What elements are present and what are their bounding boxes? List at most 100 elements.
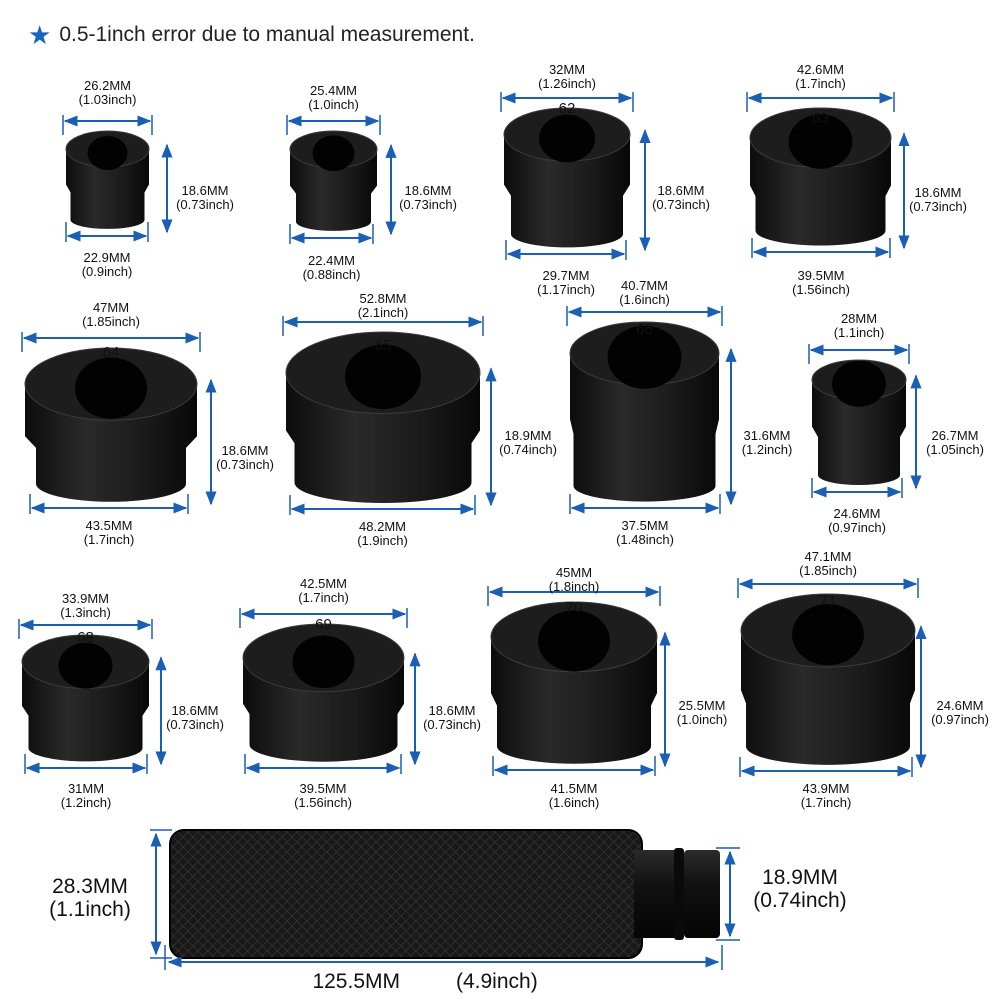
ring-bore xyxy=(832,360,886,407)
bottom-diameter-inch: (1.2inch) xyxy=(61,795,112,810)
bottom-diameter-inch: (0.97inch) xyxy=(828,520,886,535)
ring-bore xyxy=(788,114,853,169)
grip-diameter-inch: (1.1inch) xyxy=(49,898,131,921)
height-inch: (0.73inch) xyxy=(166,717,224,732)
top-diameter-inch: (1.8inch) xyxy=(549,579,600,594)
tip-diameter-mm: 18.9MM xyxy=(762,866,838,889)
ring-bore xyxy=(538,610,610,672)
knurled-grip xyxy=(170,830,642,958)
ring-bore xyxy=(312,135,355,172)
height-mm: 26.7MM xyxy=(932,428,979,443)
ring-number: 62 xyxy=(559,100,576,117)
top-diameter-mm: 40.7MM xyxy=(621,278,668,293)
ring-11: 70 45MM(1.8inch) 25.5MM(1.0inch) 41.5MM(1.6… xyxy=(487,565,728,810)
ring-body xyxy=(504,134,630,248)
ring-number: 70 xyxy=(566,599,583,616)
ring-9: 6833.9MM(1.3inch)18.6MM(0.73inch)31MM(1.… xyxy=(18,591,224,810)
ring-6: 6552.8MM(2.1inch)18.9MM(0.74inch)48.2MM(… xyxy=(282,291,557,548)
bottom-diameter-mm: 41.5MM xyxy=(551,781,598,796)
height-inch: (1.2inch) xyxy=(742,442,793,457)
height-inch: (0.97inch) xyxy=(931,712,989,727)
ring-number: 71 xyxy=(820,592,837,609)
ring-1: 26.2MM(1.03inch) 18.6MM(0.73inch) 22.9MM(0… xyxy=(62,78,234,279)
ring-bore xyxy=(75,357,147,419)
bottom-diameter-inch: (0.9inch) xyxy=(82,264,133,279)
top-diameter-mm: 42.5MM xyxy=(300,576,347,591)
ring-bore xyxy=(292,635,355,689)
top-diameter-inch: (1.0inch) xyxy=(308,97,359,112)
height-mm: 18.6MM xyxy=(172,703,219,718)
height-inch: (0.73inch) xyxy=(216,457,274,472)
top-diameter-inch: (1.03inch) xyxy=(79,92,137,107)
height-inch: (0.73inch) xyxy=(652,197,710,212)
ring-bore xyxy=(345,344,421,410)
height-inch: (1.0inch) xyxy=(677,712,728,727)
bottom-diameter-inch: (1.7inch) xyxy=(84,532,135,547)
bottom-diameter-mm: 39.5MM xyxy=(798,268,845,283)
top-diameter-inch: (2.1inch) xyxy=(358,305,409,320)
bottom-diameter-mm: 22.4MM xyxy=(308,253,355,268)
ring-body xyxy=(290,149,377,231)
ring-bore xyxy=(792,603,864,666)
bottom-diameter-inch: (1.56inch) xyxy=(792,282,850,297)
ring-4: 63 42.6MM(1.7inch) 18.6MM(0.73inch) 39.5MM(… xyxy=(746,62,967,297)
ring-body xyxy=(812,379,906,485)
height-mm: 31.6MM xyxy=(744,428,791,443)
height-mm: 18.6MM xyxy=(182,183,229,198)
ring-8: 28MM(1.1inch)26.7MM(1.05inch)24.6MM(0.97… xyxy=(808,311,984,535)
bottom-diameter-inch: (1.9inch) xyxy=(357,533,408,548)
bottom-diameter-mm: 31MM xyxy=(68,781,104,796)
ring-3: 6232MM(1.26inch)18.6MM(0.73inch)29.7MM(1… xyxy=(500,62,710,297)
bottom-diameter-inch: (1.6inch) xyxy=(549,795,600,810)
height-inch: (0.73inch) xyxy=(399,197,457,212)
height-inch: (0.73inch) xyxy=(423,717,481,732)
height-inch: (0.73inch) xyxy=(176,197,234,212)
ring-7: 6640.7MM(1.6inch)31.6MM(1.2inch)37.5MM(1… xyxy=(566,278,793,547)
length-inch: (4.9inch) xyxy=(456,970,538,993)
bottom-diameter-inch: (1.17inch) xyxy=(537,282,595,297)
bottom-diameter-inch: (1.7inch) xyxy=(801,795,852,810)
ring-12: 7147.1MM(1.85inch)24.6MM(0.97inch)43.9MM… xyxy=(737,549,989,810)
ring-number: 63 xyxy=(812,110,829,127)
top-diameter-inch: (1.85inch) xyxy=(82,314,140,329)
top-diameter-inch: (1.6inch) xyxy=(619,292,670,307)
handle-tip xyxy=(684,850,720,938)
top-diameter-mm: 47.1MM xyxy=(805,549,852,564)
ring-bore xyxy=(539,114,595,163)
ring-bore xyxy=(58,642,113,689)
length-mm: 125.5MM xyxy=(312,970,400,993)
bottom-diameter-mm: 43.9MM xyxy=(803,781,850,796)
measurement-note: ★ 0.5-1inch error due to manual measurem… xyxy=(28,20,475,50)
bottom-diameter-inch: (1.56inch) xyxy=(294,795,352,810)
height-mm: 18.6MM xyxy=(658,183,705,198)
ring-body xyxy=(570,353,719,502)
top-diameter-inch: (1.7inch) xyxy=(795,76,846,91)
height-mm: 18.6MM xyxy=(915,185,962,200)
top-diameter-mm: 32MM xyxy=(549,62,585,77)
ring-bore xyxy=(607,325,682,389)
ring-2: 25.4MM(1.0inch)18.6MM(0.73inch)22.4MM(0.… xyxy=(286,83,457,282)
top-diameter-inch: (1.26inch) xyxy=(538,76,596,91)
star-icon: ★ xyxy=(28,20,52,50)
ring-5: 6447MM(1.85inch)18.6MM(0.73inch)43.5MM(1… xyxy=(21,300,274,547)
height-mm: 25.5MM xyxy=(679,698,726,713)
o-ring-groove xyxy=(674,848,684,940)
ring-body xyxy=(491,636,657,764)
ring-bore xyxy=(87,136,128,170)
top-diameter-mm: 26.2MM xyxy=(84,78,131,93)
handle-neck xyxy=(634,850,674,938)
top-diameter-inch: (1.7inch) xyxy=(298,590,349,605)
grip-diameter-mm: 28.3MM xyxy=(52,875,128,898)
bottom-diameter-mm: 39.5MM xyxy=(300,781,347,796)
top-diameter-mm: 45MM xyxy=(556,565,592,580)
ring-number: 64 xyxy=(103,344,120,361)
height-mm: 18.9MM xyxy=(505,428,552,443)
bottom-diameter-mm: 22.9MM xyxy=(84,250,131,265)
height-inch: (0.73inch) xyxy=(909,199,967,214)
top-diameter-mm: 42.6MM xyxy=(797,62,844,77)
ring-body xyxy=(22,661,149,762)
ring-number: 65 xyxy=(375,337,392,354)
ring-number: 68 xyxy=(77,629,94,646)
bottom-diameter-inch: (0.88inch) xyxy=(303,267,361,282)
